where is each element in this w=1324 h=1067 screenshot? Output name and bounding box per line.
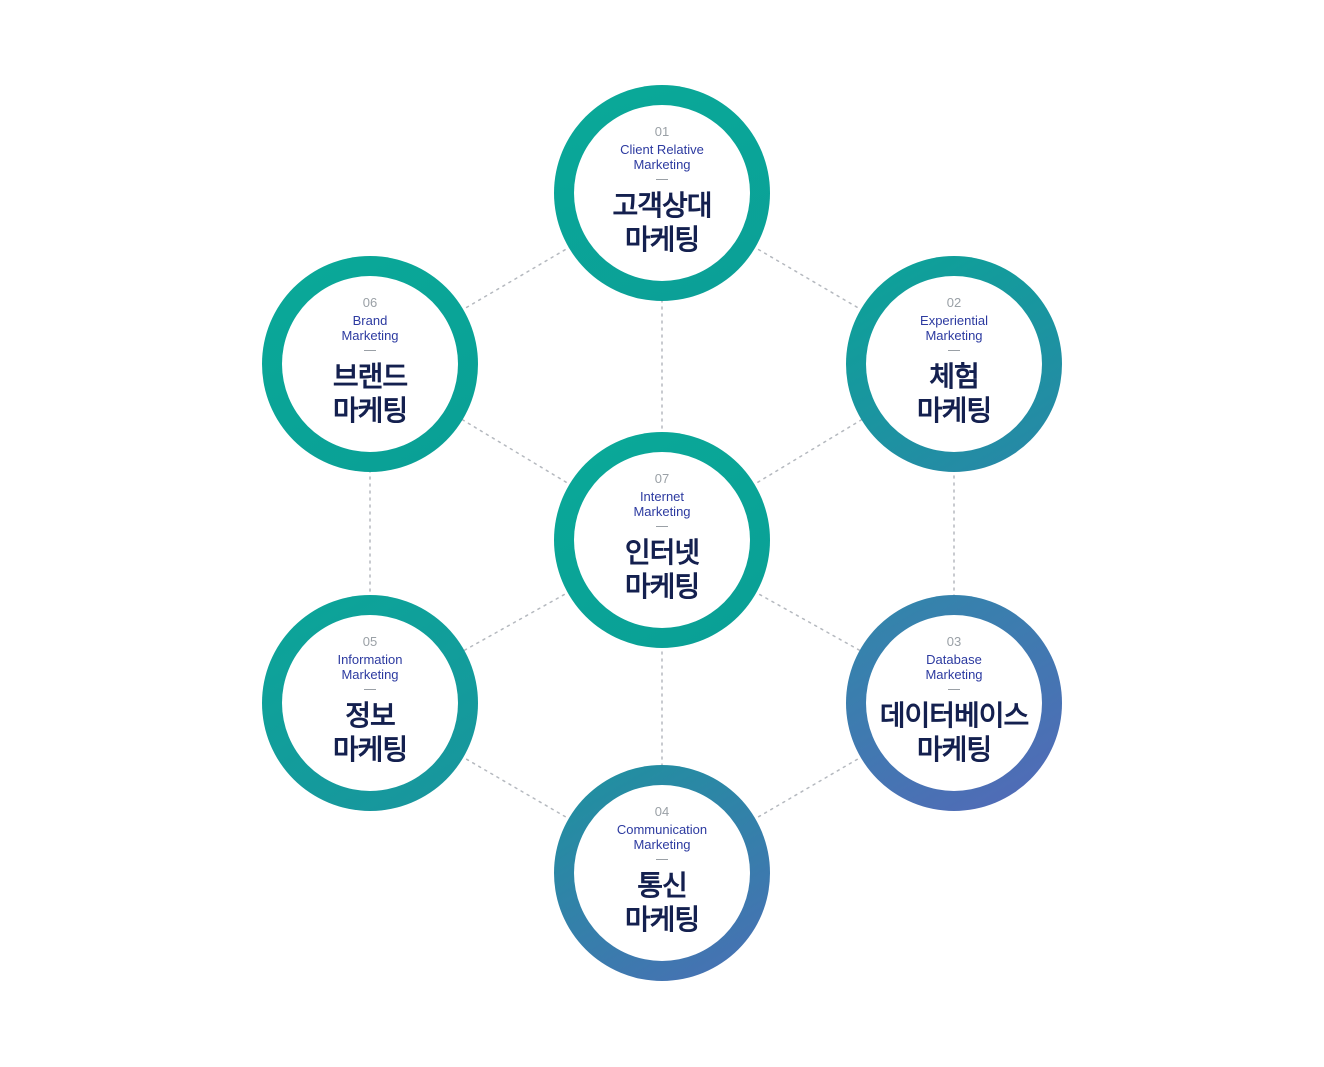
node-number: 03	[946, 633, 962, 649]
node-english-title: Experiential Marketing	[920, 312, 988, 343]
node-circle-inner: 07 Internet Marketing 인터넷 마케팅	[574, 452, 750, 628]
divider-dash	[364, 688, 376, 690]
node-information-marketing: 05 Information Marketing 정보 마케팅	[262, 595, 478, 811]
node-korean-title: 고객상대 마케팅	[612, 188, 712, 256]
node-korean-title: 체험 마케팅	[916, 359, 992, 427]
node-circle-inner: 02 Experiential Marketing 체험 마케팅	[866, 276, 1042, 452]
node-korean-title: 데이터베이스 마케팅	[879, 698, 1030, 766]
node-korean-title: 브랜드 마케팅	[332, 359, 408, 427]
node-korean-title: 통신 마케팅	[624, 868, 700, 936]
node-database-marketing: 03 Database Marketing 데이터베이스 마케팅	[846, 595, 1062, 811]
node-korean-title: 인터넷 마케팅	[624, 535, 700, 603]
node-circle-inner: 04 Communication Marketing 통신 마케팅	[574, 785, 750, 961]
node-internet-marketing: 07 Internet Marketing 인터넷 마케팅	[554, 432, 770, 648]
divider-dash	[656, 178, 668, 180]
node-brand-marketing: 06 Brand Marketing 브랜드 마케팅	[262, 256, 478, 472]
node-english-title: Brand Marketing	[341, 312, 399, 343]
node-experiential-marketing: 02 Experiential Marketing 체험 마케팅	[846, 256, 1062, 472]
node-number: 01	[654, 123, 670, 139]
node-circle-inner: 01 Client Relative Marketing 고객상대 마케팅	[574, 105, 750, 281]
divider-dash	[948, 349, 960, 351]
node-english-title: Information Marketing	[337, 651, 403, 682]
node-korean-title: 정보 마케팅	[332, 698, 408, 766]
node-number: 06	[362, 294, 378, 310]
node-circle-inner: 05 Information Marketing 정보 마케팅	[282, 615, 458, 791]
divider-dash	[656, 525, 668, 527]
node-english-title: Communication Marketing	[616, 821, 708, 852]
node-number: 02	[946, 294, 962, 310]
node-english-title: Client Relative Marketing	[620, 141, 704, 172]
node-communication-marketing: 04 Communication Marketing 통신 마케팅	[554, 765, 770, 981]
divider-dash	[656, 858, 668, 860]
node-client-relative-marketing: 01 Client Relative Marketing 고객상대 마케팅	[554, 85, 770, 301]
divider-dash	[948, 688, 960, 690]
node-number: 04	[654, 803, 670, 819]
node-english-title: Internet Marketing	[633, 488, 691, 519]
node-number: 05	[362, 633, 378, 649]
node-circle-inner: 06 Brand Marketing 브랜드 마케팅	[282, 276, 458, 452]
node-number: 07	[654, 470, 670, 486]
divider-dash	[364, 349, 376, 351]
node-english-title: Database Marketing	[925, 651, 983, 682]
node-circle-inner: 03 Database Marketing 데이터베이스 마케팅	[866, 615, 1042, 791]
